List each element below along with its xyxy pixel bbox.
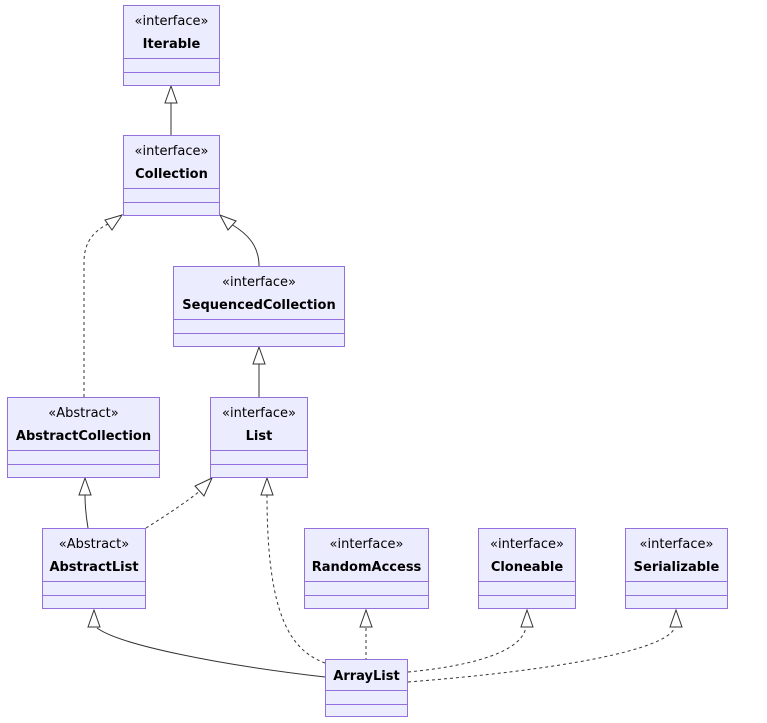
methods-divider xyxy=(211,464,307,465)
arrowhead-hollow xyxy=(218,214,237,231)
methods-divider xyxy=(626,595,727,596)
class-array-list[interactable]: ArrayList xyxy=(325,659,408,717)
edge-abstractlist-to-abstractcollection xyxy=(84,494,89,529)
methods-divider xyxy=(479,595,575,596)
class-list[interactable]: «interface» List xyxy=(210,397,308,478)
edge-arraylist-to-abstractlist xyxy=(96,627,326,678)
class-stereotype: «Abstract» xyxy=(48,406,119,421)
class-stereotype: «interface» xyxy=(639,537,714,552)
methods-divider xyxy=(124,202,219,203)
arrowhead-hollow xyxy=(359,608,373,628)
edge-sequenced-to-collection xyxy=(230,223,260,267)
arrowhead-hollow xyxy=(104,214,124,231)
arrowhead-hollow xyxy=(260,476,274,496)
attributes-divider xyxy=(43,581,145,582)
arrowhead-hollow xyxy=(194,476,214,497)
attributes-divider xyxy=(124,188,219,189)
class-name: Collection xyxy=(135,167,208,182)
class-stereotype: «interface» xyxy=(134,14,209,29)
class-name: Cloneable xyxy=(490,560,564,575)
class-name: ArrayList xyxy=(333,669,400,684)
edge-arraylist-to-list xyxy=(266,494,326,664)
class-random-access[interactable]: «interface» RandomAccess xyxy=(304,528,429,609)
methods-divider xyxy=(124,72,219,73)
attributes-divider xyxy=(326,690,407,691)
attributes-divider xyxy=(174,319,344,320)
class-stereotype: «interface» xyxy=(490,537,564,552)
arrowhead-hollow xyxy=(164,84,178,104)
methods-divider xyxy=(326,704,407,705)
class-iterable[interactable]: «interface» Iterable xyxy=(123,5,220,86)
class-name: RandomAccess xyxy=(311,560,422,575)
class-stereotype: «interface» xyxy=(222,275,296,290)
class-name: Iterable xyxy=(142,37,201,52)
class-name: Serializable xyxy=(633,560,720,575)
class-abstract-list[interactable]: «Abstract» AbstractList xyxy=(42,528,146,609)
methods-divider xyxy=(174,333,344,334)
methods-divider xyxy=(43,595,145,596)
class-stereotype: «interface» xyxy=(134,144,209,159)
arrowhead-hollow xyxy=(252,345,266,365)
edge-abstractlist-to-list xyxy=(145,490,201,529)
class-stereotype: «Abstract» xyxy=(58,537,130,552)
class-serializable[interactable]: «interface» Serializable xyxy=(625,528,728,609)
class-name: SequencedCollection xyxy=(182,298,336,313)
arrowhead-hollow xyxy=(78,476,92,496)
class-stereotype: «interface» xyxy=(329,537,404,552)
attributes-divider xyxy=(8,450,159,451)
class-name: List xyxy=(245,429,273,444)
edge-arraylist-to-serializable xyxy=(407,626,676,683)
class-stereotype: «interface» xyxy=(222,406,296,421)
arrowhead-hollow xyxy=(520,608,534,628)
attributes-divider xyxy=(211,450,307,451)
class-collection[interactable]: «interface» Collection xyxy=(123,135,220,216)
edge-abstractcollection-to-collection xyxy=(83,223,109,397)
attributes-divider xyxy=(124,58,219,59)
arrowhead-hollow xyxy=(669,608,683,628)
class-sequenced-collection[interactable]: «interface» SequencedCollection xyxy=(173,266,345,347)
attributes-divider xyxy=(479,581,575,582)
class-name: AbstractCollection xyxy=(15,429,152,444)
attributes-divider xyxy=(305,581,428,582)
class-abstract-collection[interactable]: «Abstract» AbstractCollection xyxy=(7,397,160,478)
class-cloneable[interactable]: «interface» Cloneable xyxy=(478,528,576,609)
arrowhead-hollow xyxy=(87,608,101,628)
methods-divider xyxy=(8,464,159,465)
methods-divider xyxy=(305,595,428,596)
class-name: AbstractList xyxy=(49,560,139,575)
attributes-divider xyxy=(626,581,727,582)
edge-arraylist-to-cloneable xyxy=(407,626,527,673)
